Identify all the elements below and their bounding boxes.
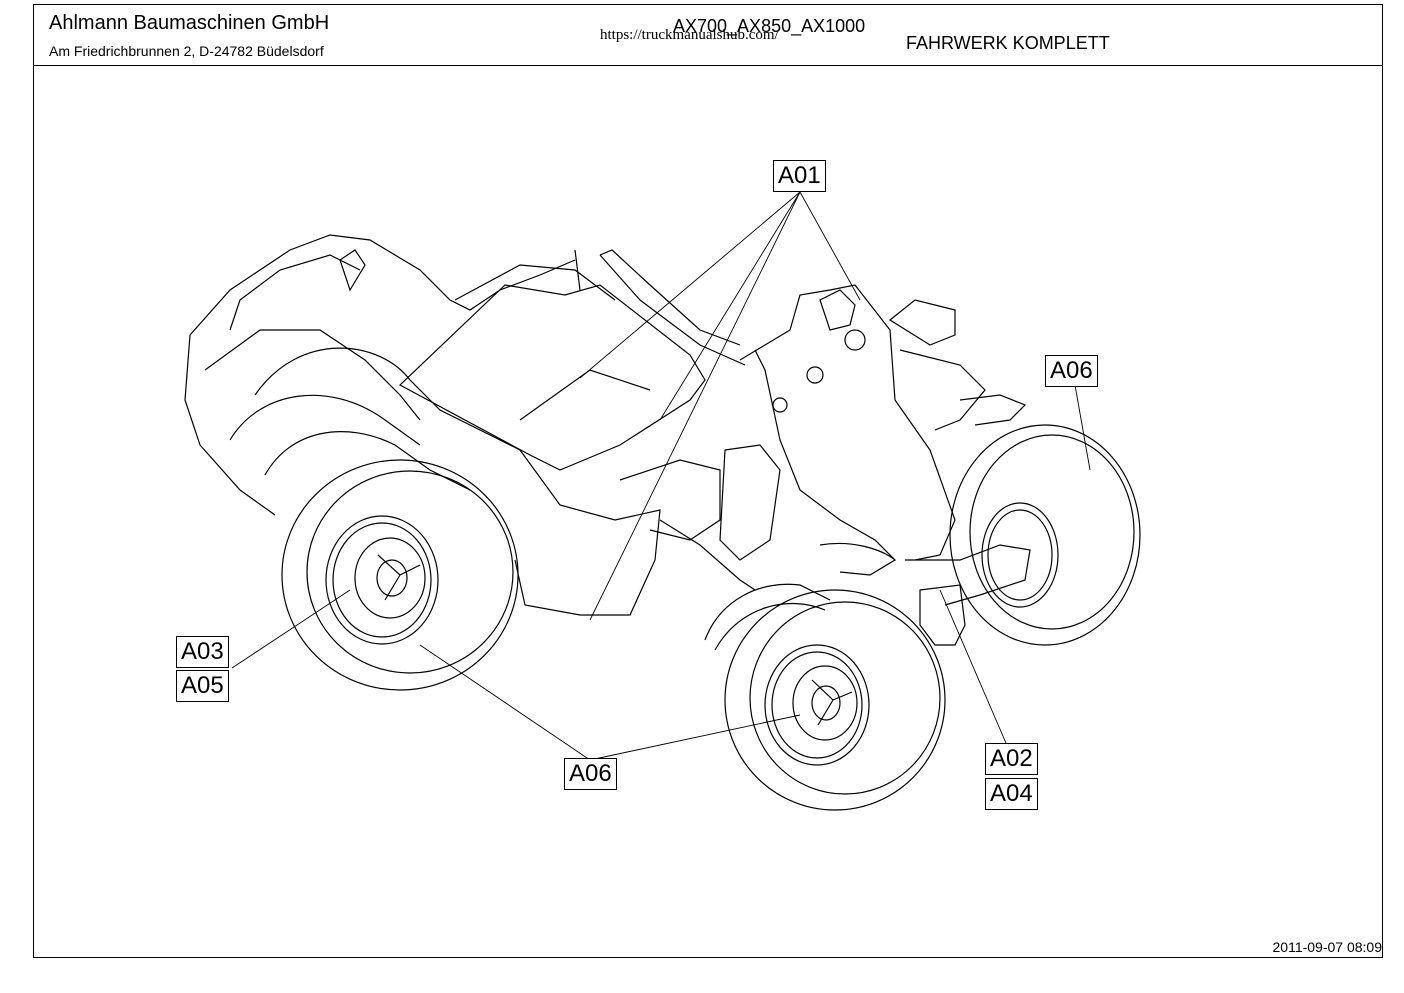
callout-a05: A05 — [176, 670, 229, 702]
watermark-url: https://truckmanualshub.com/ — [600, 27, 779, 43]
drawing-title: FAHRWERK KOMPLETT — [906, 33, 1110, 53]
callout-a06-bottom: A06 — [564, 758, 617, 790]
timestamp: 2011-09-07 08:09 — [1272, 939, 1383, 955]
title-block: Ahlmann Baumaschinen GmbH Am Friedrichbr… — [33, 4, 1383, 66]
callout-a06-right: A06 — [1045, 355, 1098, 387]
callout-a04: A04 — [985, 778, 1038, 810]
callout-a03: A03 — [176, 636, 229, 668]
model-list: AX700_AX850_AX1000 — [673, 16, 866, 36]
company-name: Ahlmann Baumaschinen GmbH — [49, 12, 330, 34]
callout-a01: A01 — [773, 160, 826, 192]
drawing-frame — [33, 4, 1383, 958]
company-address: Am Friedrichbrunnen 2, D-24782 Büdelsdor… — [49, 43, 324, 59]
callout-a02: A02 — [985, 743, 1038, 775]
